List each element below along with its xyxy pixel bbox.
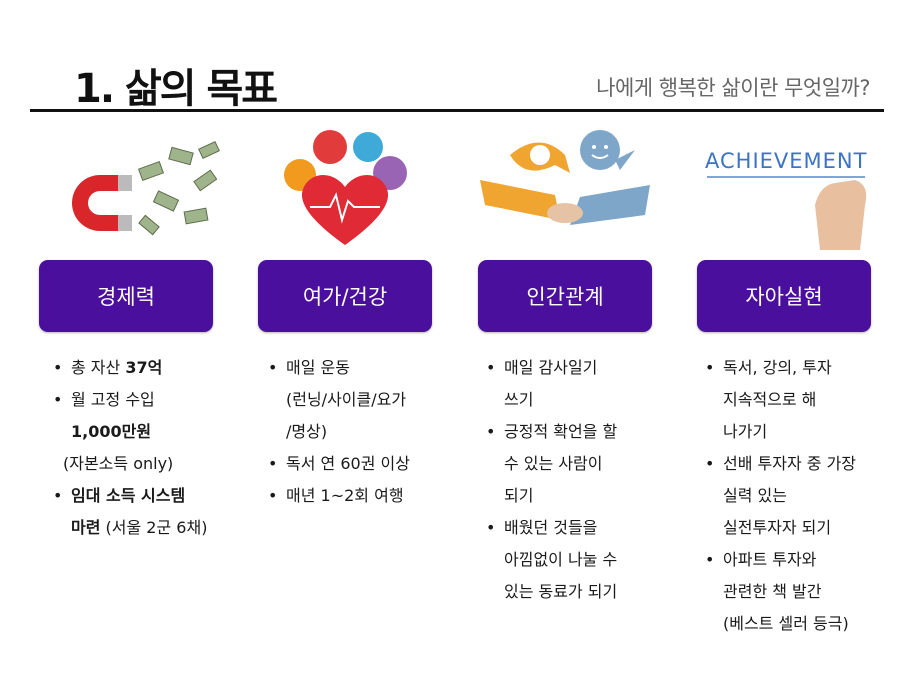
- goal-line: 매년 1~2회 여행: [286, 480, 458, 512]
- goal-line: 매일 운동: [286, 352, 458, 384]
- goal-text: 실전투자자 되기: [723, 518, 832, 537]
- goal-line: 선배 투자자 중 가장: [723, 448, 895, 480]
- goal-list-item: 총 자산 37억: [53, 352, 243, 384]
- goal-line: (자본소득 only): [63, 448, 243, 480]
- goal-line: 마련 (서울 2군 6채): [71, 512, 243, 544]
- goal-line: 아낌없이 나눌 수: [504, 544, 676, 576]
- goal-line: 독서, 강의, 투자: [723, 352, 895, 384]
- goal-text: 수 있는 사람이: [504, 454, 603, 473]
- goal-list: 총 자산 37억월 고정 수입 1,000만원 (자본소득 only) 임대 소득 시…: [53, 352, 243, 544]
- achievement-icon: ACHIEVEMENT: [695, 125, 885, 250]
- goal-text: 배웠던 것들을: [504, 518, 598, 537]
- goal-list-column: 매일 감사일기쓰기긍정적 확언을 할수 있는 사람이되기배웠던 것들을아낌없이 …: [486, 352, 676, 608]
- health-heart-icon: [284, 130, 407, 245]
- goal-text: 아낌없이 나눌 수: [504, 550, 618, 569]
- goal-text: 총 자산: [71, 358, 126, 377]
- goal-line: 있는 동료가 되기: [504, 576, 676, 608]
- page-subtitle: 나에게 행복한 삶이란 무엇일까?: [596, 76, 870, 100]
- goal-text: 37억: [125, 358, 163, 377]
- goal-list-column: 매일 운동 (런닝/사이클/요가/명상) 독서 연 60권 이상매년 1~2회 여행: [268, 352, 458, 512]
- goal-text: 독서, 강의, 투자: [723, 358, 832, 377]
- goal-list-item: 매년 1~2회 여행: [268, 480, 458, 512]
- category-box: 자아실현: [697, 260, 871, 332]
- goal-line: (베스트 셀러 등극): [723, 608, 895, 640]
- category-box: 경제력: [39, 260, 213, 332]
- goal-line: 관련한 책 발간: [723, 576, 895, 608]
- goal-line: 매일 감사일기: [504, 352, 676, 384]
- category-box: 인간관계: [478, 260, 652, 332]
- goal-line: 수 있는 사람이: [504, 448, 676, 480]
- goal-line: 지속적으로 해: [723, 384, 895, 416]
- goal-line: 월 고정 수입: [71, 384, 243, 416]
- goal-list: 매일 운동 (런닝/사이클/요가/명상) 독서 연 60권 이상매년 1~2회 여행: [268, 352, 458, 512]
- goal-list-column: 총 자산 37억월 고정 수입 1,000만원 (자본소득 only) 임대 소득 시…: [53, 352, 243, 544]
- goal-text: 임대 소득 시스템: [71, 486, 186, 505]
- title-divider: [30, 109, 884, 112]
- goal-text: 독서 연 60권 이상: [286, 454, 410, 473]
- magnet-money-icon: [72, 141, 220, 236]
- goal-line: 쓰기: [504, 384, 676, 416]
- goal-line: 배웠던 것들을: [504, 512, 676, 544]
- goal-text: 월 고정 수입: [71, 390, 155, 409]
- goal-text: 선배 투자자 중 가장: [723, 454, 857, 473]
- goal-line: 1,000만원: [71, 416, 243, 448]
- goal-text: 아파트 투자와: [723, 550, 817, 569]
- achievement-image-text: ACHIEVEMENT: [705, 149, 868, 173]
- goal-text: 관련한 책 발간: [723, 582, 822, 601]
- goal-text: 긍정적 확언을 할: [504, 422, 618, 441]
- goal-text: (베스트 셀러 등극): [723, 614, 849, 633]
- goal-text: 지속적으로 해: [723, 390, 817, 409]
- goal-list-item: 매일 운동 (런닝/사이클/요가/명상): [268, 352, 458, 448]
- goal-line: 나가기: [723, 416, 895, 448]
- goal-text: /명상): [286, 422, 328, 441]
- handshake-icon: [480, 130, 650, 225]
- goal-text: 매년 1~2회 여행: [286, 486, 404, 505]
- goal-text: 매일 감사일기: [504, 358, 598, 377]
- goal-line: 긍정적 확언을 할: [504, 416, 676, 448]
- goal-line: /명상): [286, 416, 458, 448]
- goal-line: 총 자산 37억: [71, 352, 243, 384]
- goal-list-item: 독서 연 60권 이상: [268, 448, 458, 480]
- category-box: 여가/건강: [258, 260, 432, 332]
- goal-line: 아파트 투자와: [723, 544, 895, 576]
- goal-text: (서울 2군 6채): [100, 518, 208, 537]
- goal-text: 마련: [71, 518, 101, 537]
- page-title: 1. 삶의 목표: [74, 66, 278, 112]
- goal-line: 되기: [504, 480, 676, 512]
- goal-line: 임대 소득 시스템: [71, 480, 243, 512]
- goal-text: 1,000만원: [71, 422, 152, 441]
- goal-text: 나가기: [723, 422, 768, 441]
- goal-text: 실력 있는: [723, 486, 787, 505]
- goal-line: (런닝/사이클/요가: [286, 384, 458, 416]
- goal-list: 매일 감사일기쓰기긍정적 확언을 할수 있는 사람이되기배웠던 것들을아낌없이 …: [486, 352, 676, 608]
- goal-text: 매일 운동: [286, 358, 350, 377]
- goal-line: 실전투자자 되기: [723, 512, 895, 544]
- goal-text: 있는 동료가 되기: [504, 582, 618, 601]
- goal-text: 되기: [504, 486, 534, 505]
- goal-list-item: 월 고정 수입 1,000만원 (자본소득 only): [53, 384, 243, 480]
- goal-text: (런닝/사이클/요가: [286, 390, 407, 409]
- goal-line: 독서 연 60권 이상: [286, 448, 458, 480]
- goal-line: 실력 있는: [723, 480, 895, 512]
- goal-text: 쓰기: [504, 390, 534, 409]
- goal-text: (자본소득 only): [63, 454, 174, 473]
